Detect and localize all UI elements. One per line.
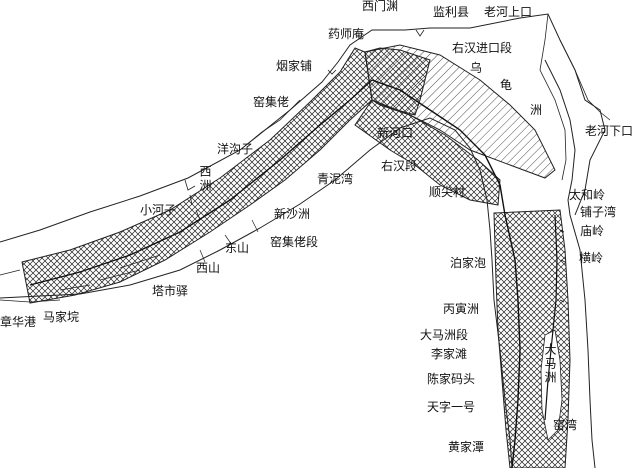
label-chenjiamatou: 陈家码头 (427, 372, 476, 386)
label-wu: 乌 (470, 61, 483, 75)
north-levee-line (0, 13, 606, 243)
levee-detail (239, 99, 301, 151)
label-zhanghuagang: 章华港 (0, 315, 37, 329)
label-shunjiancun: 顺尖村 (429, 185, 466, 199)
thalweg-upper (29, 79, 373, 286)
label-puziwan: 铺子湾 (580, 205, 617, 219)
label-xiaohezi: 小河子 (140, 203, 177, 217)
label-taiheling: 太和岭 (569, 188, 606, 202)
village-mark-1 (415, 29, 425, 37)
west-small-lines (59, 254, 161, 291)
label-huangjiatan: 黄家潭 (448, 440, 485, 454)
label-laohexiakou: 老河下口 (585, 124, 634, 138)
label-dongshan: 东山 (225, 241, 250, 255)
label-damazhouduan: 大马洲段 (420, 328, 469, 342)
label-majiakeng: 马家垸 (43, 310, 80, 324)
label-bojiapao: 泊家泡 (450, 256, 487, 270)
label-yaowan: 窑湾 (553, 418, 578, 432)
thalweg-branch (371, 79, 506, 216)
village-mark-2 (327, 69, 337, 75)
label-yaojilaoduan: 窑集佬段 (270, 235, 319, 249)
label-hengling: 横岭 (579, 251, 604, 265)
label-xinhekou: 新河口 (377, 126, 414, 140)
bank-ticks (559, 229, 566, 303)
east-bank-line (544, 59, 596, 468)
label-xishan: 西山 (196, 261, 221, 275)
old-river-channel (539, 13, 567, 181)
right-channel-line (544, 214, 558, 421)
thalweg-lower (504, 214, 521, 468)
label-youhanduan: 右汉段 (381, 159, 418, 173)
label-qingniwan: 青泥湾 (317, 172, 354, 186)
old-river-channel-2 (559, 39, 611, 121)
right-branch-hatched (354, 99, 501, 206)
label-zhou: 洲 (530, 103, 543, 117)
label-yaojilao: 窑集佬 (253, 95, 290, 109)
label-yaoshian: 药师庵 (328, 27, 365, 41)
south-levee-stubs (199, 219, 259, 263)
label-bingyinzhou: 丙寅洲 (443, 302, 480, 316)
label-tianziyihao: 天字一号 (427, 400, 476, 414)
label-youhanjinkouduan: 右汉进口段 (452, 41, 513, 55)
dama-zhou-island (540, 329, 563, 441)
label-jianlixian: 监利县 (433, 5, 470, 19)
label-yanjiapu: 烟家铺 (276, 59, 313, 73)
label-laoheshangkou: 老河上口 (484, 5, 533, 19)
label-miaoling: 庙岭 (580, 224, 605, 238)
label-lijiatan: 李家滩 (431, 347, 468, 361)
label-xinshazhou: 新沙洲 (274, 207, 311, 221)
label-xizhou: 西洲 (198, 165, 212, 193)
label-damazhou: 大马洲 (543, 343, 557, 385)
label-ximenyuan: 西门渊 (362, 0, 399, 13)
label-gui: 龟 (500, 78, 513, 92)
label-tashiyi: 塔市驿 (152, 284, 189, 298)
label-yanggouzi: 洋沟子 (217, 142, 254, 156)
